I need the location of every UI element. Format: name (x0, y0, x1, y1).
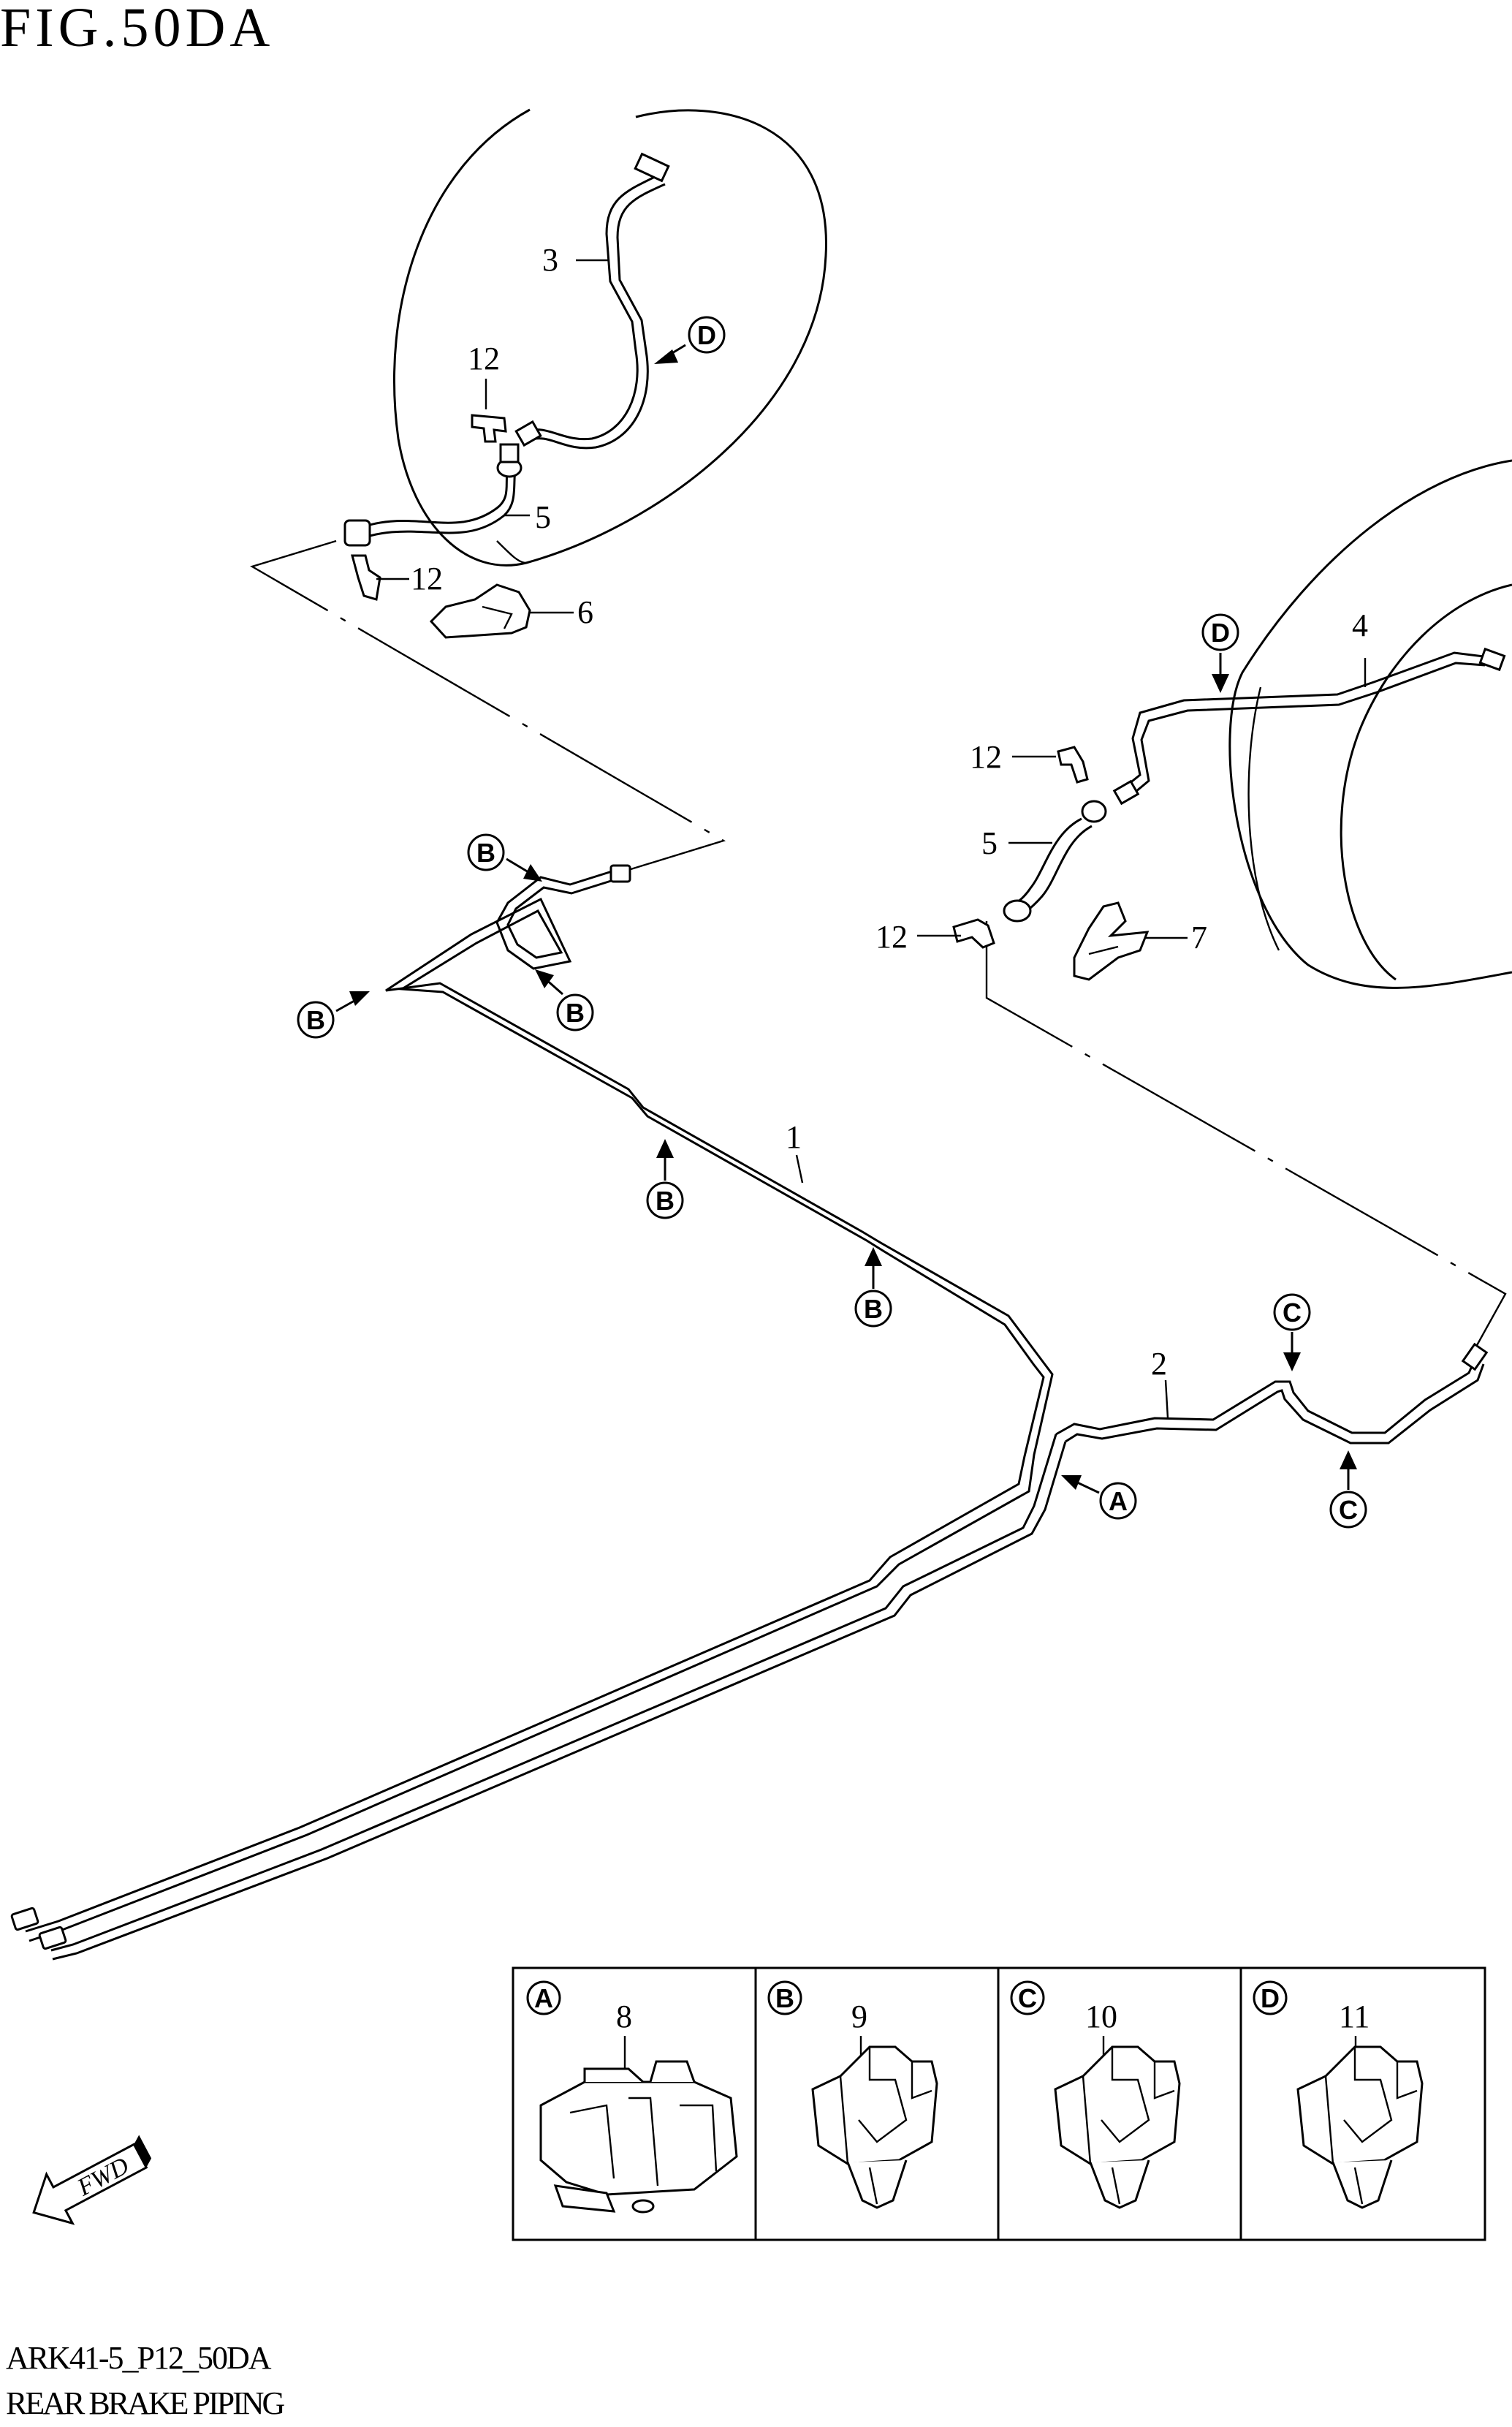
callout-5-upper: 5 (535, 499, 551, 535)
svg-text:D: D (1261, 1983, 1280, 2013)
marker-c-top: C (1273, 1293, 1311, 1371)
part-11-label: 11 (1339, 1999, 1369, 2034)
callout-4: 4 (1352, 607, 1368, 643)
clip-cell-a: A 8 (526, 1980, 738, 2214)
brake-hose-5-right (1003, 800, 1107, 923)
clip-8-icon (539, 2060, 738, 2214)
svg-text:C: C (1339, 1495, 1358, 1525)
brake-pipe-1 (10, 864, 1067, 1961)
svg-text:B: B (656, 1186, 675, 1216)
marker-a: A (1061, 1475, 1137, 1520)
callout-7: 7 (1191, 920, 1207, 955)
callout-5-right: 5 (981, 825, 998, 861)
svg-text:C: C (1018, 1983, 1037, 2013)
marker-b-left: B (297, 991, 370, 1039)
callout-3: 3 (542, 242, 558, 278)
marker-b-top: B (467, 833, 542, 882)
figure-caption: REAR BRAKE PIPING (6, 2385, 285, 2421)
clip-11-icon (1296, 2045, 1424, 2209)
callout-12-lower: 12 (411, 561, 443, 597)
leader-lines (250, 539, 1507, 1360)
bracket-7 (1073, 901, 1150, 981)
clip-cell-c: C 10 (1010, 1980, 1181, 2209)
callout-labels: 3 12 5 12 6 4 12 5 12 7 1 2 (376, 242, 1368, 1419)
svg-text:A: A (534, 1983, 553, 2013)
fwd-arrow-icon: FWD (32, 2135, 152, 2225)
clip-9-icon (811, 2045, 938, 2209)
clip-10-icon (1054, 2045, 1181, 2209)
svg-text:B: B (775, 1983, 794, 2013)
brake-pipe-3 (514, 152, 670, 450)
clip-cell-b: B 9 (767, 1980, 938, 2209)
left-brake-disc (393, 108, 827, 567)
svg-text:D: D (697, 320, 716, 350)
clip-12-right-b (952, 918, 995, 949)
svg-text:B: B (476, 838, 495, 868)
clip-12-upper-b (351, 554, 381, 601)
part-9-label: 9 (851, 1999, 867, 2034)
clip-12-upper-a (471, 414, 507, 443)
svg-text:A: A (1109, 1486, 1128, 1516)
right-brake-disc (1228, 459, 1512, 989)
clip-cell-d: D 11 (1253, 1980, 1424, 2209)
callout-12-upper: 12 (468, 341, 500, 376)
callout-1: 1 (786, 1119, 802, 1155)
callout-12-right-a: 12 (970, 739, 1002, 775)
brake-pipe-2 (1055, 1342, 1489, 1445)
marker-d-upper: D (654, 316, 726, 364)
marker-d-right: D (1201, 613, 1239, 693)
marker-c-bottom: C (1329, 1450, 1367, 1529)
figure-title: FIG.50DA (0, 0, 275, 58)
svg-text:D: D (1211, 618, 1230, 648)
clip-12-right-a (1057, 746, 1089, 784)
svg-text:B: B (864, 1294, 883, 1324)
callout-6: 6 (577, 594, 593, 630)
svg-text:B: B (566, 998, 585, 1028)
marker-b-lower: B (854, 1247, 892, 1328)
marker-b-mid: B (646, 1139, 684, 1219)
callout-12-right-b: 12 (875, 919, 908, 955)
location-markers: D D B B (297, 316, 1367, 1529)
clip-table: A 8 B 9 (512, 1966, 1486, 2241)
figure-code: ARK41-5_P12_50DA (6, 2340, 272, 2376)
brake-pipe-4 (1112, 647, 1506, 806)
part-8-label: 8 (616, 1999, 632, 2034)
brake-hose-5-upper (343, 443, 523, 547)
callout-2: 2 (1151, 1346, 1167, 1382)
svg-text:B: B (306, 1005, 325, 1035)
marker-b-loop: B (535, 969, 594, 1031)
bracket-6 (429, 583, 531, 639)
part-10-label: 10 (1085, 1999, 1117, 2034)
svg-text:C: C (1283, 1298, 1302, 1328)
